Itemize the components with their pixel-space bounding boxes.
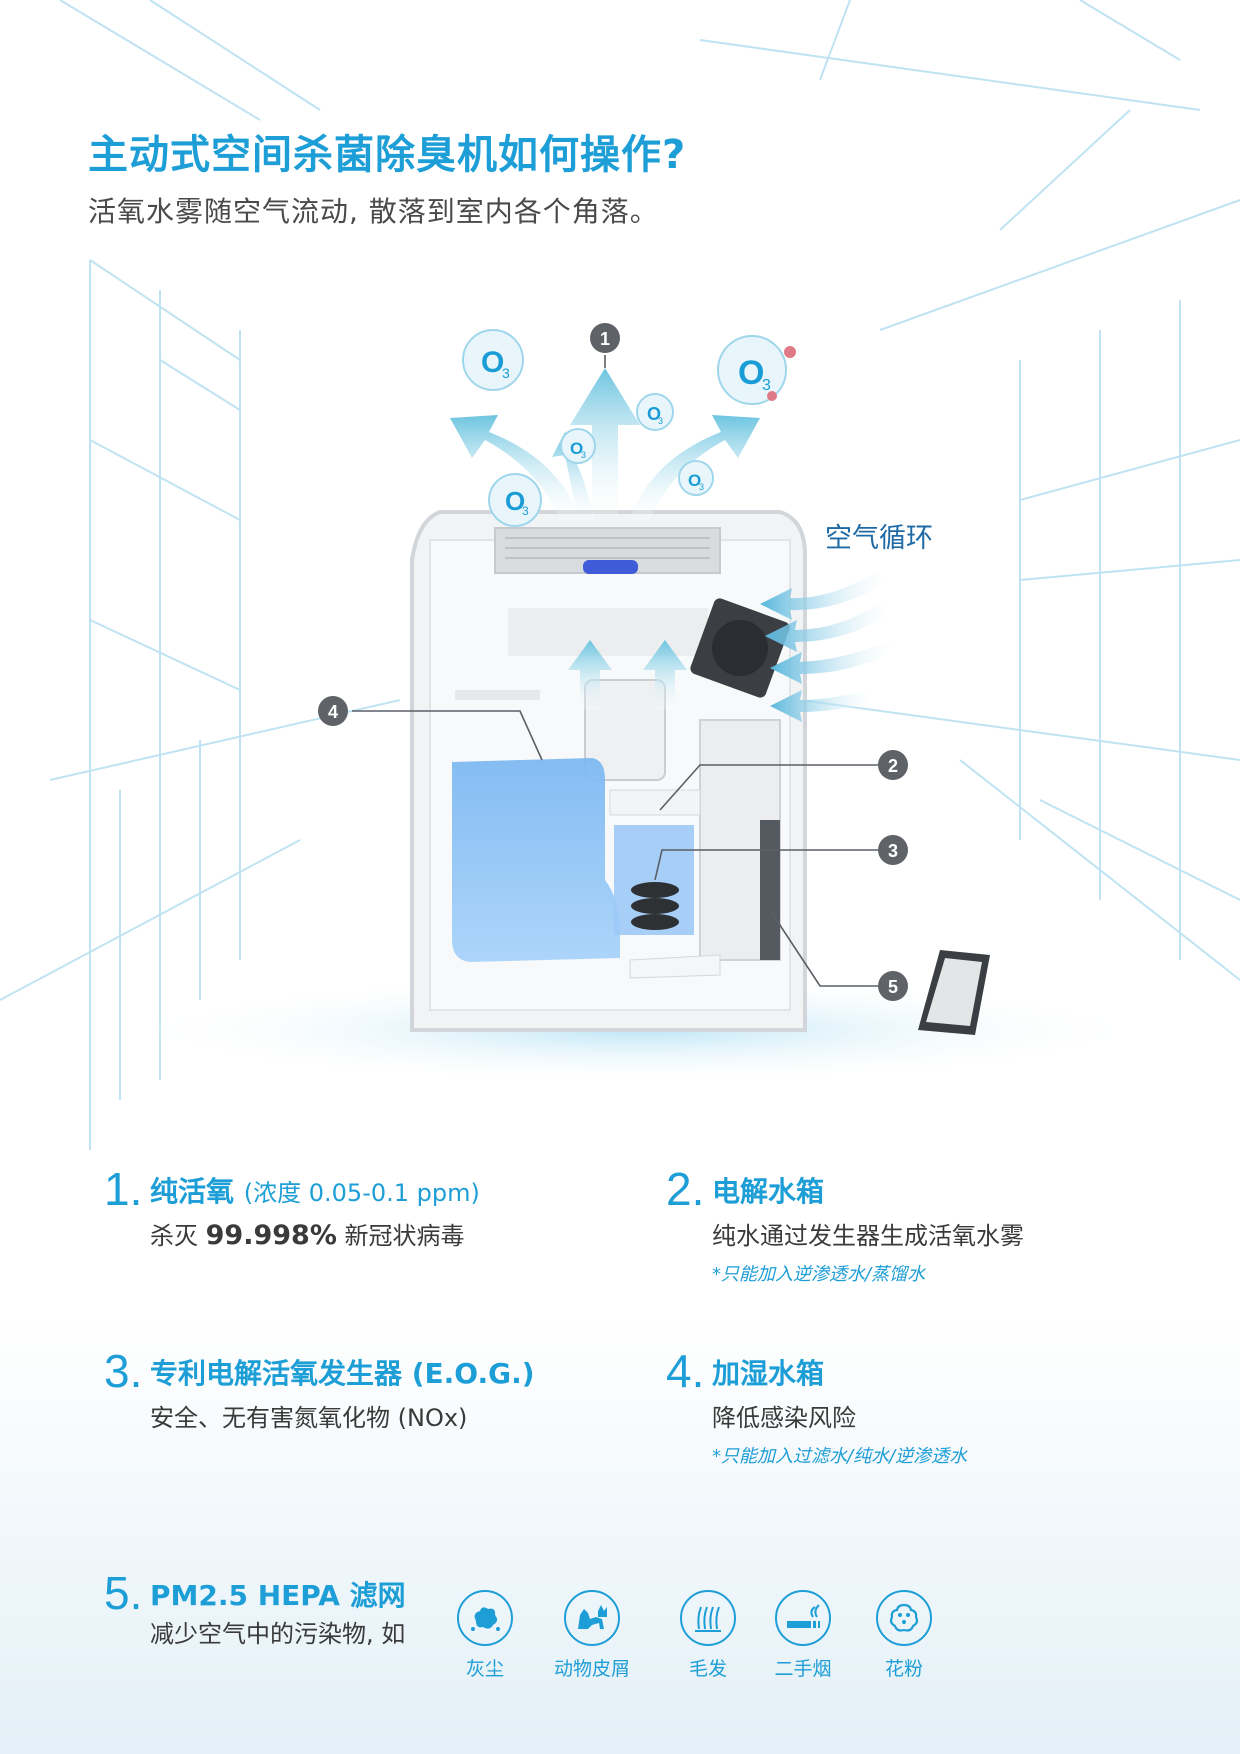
feature-number: 3. [104, 1345, 143, 1397]
page-subtitle: 活氧水雾随空气流动, 散落到室内各个角落。 [88, 195, 659, 228]
pollutant-pet-dander: 动物皮屑 [537, 1590, 647, 1681]
ozone-bubble: O 3 [488, 473, 542, 527]
svg-text:O: O [505, 486, 525, 516]
feature-footnote: *只能加入逆渗透水/蒸馏水 [712, 1264, 926, 1285]
pollutant-pollen: 花粉 [849, 1590, 959, 1681]
ozone-bubbles: O 3 O 3 O 3 O 3 O 3 O 3 [462, 329, 796, 527]
feature-number: 1. [104, 1163, 143, 1215]
eog-generator [631, 882, 679, 930]
pollutant-dust: 灰尘 [430, 1590, 540, 1681]
feature-note: (浓度 0.05-0.1 ppm) [243, 1179, 480, 1207]
feature-title: 专利电解活氧发生器 (E.O.G.) [150, 1357, 535, 1390]
ozone-bubble: O 3 [678, 460, 714, 496]
svg-text:3: 3 [762, 377, 771, 394]
hair-icon [680, 1590, 736, 1646]
feature-title: PM2.5 HEPA 滤网 [150, 1579, 406, 1612]
pet-dander-icon [564, 1590, 620, 1646]
callout-5: 5 [888, 977, 898, 997]
pollutant-hair: 毛发 [653, 1590, 763, 1681]
airflow-arrow-left [450, 415, 580, 520]
callout-markers [318, 323, 908, 1001]
callout-3: 3 [888, 841, 898, 861]
feature-title: 电解水箱 [712, 1175, 825, 1208]
svg-text:O: O [647, 404, 661, 424]
pollutant-label: 二手烟 [774, 1658, 832, 1680]
svg-text:3: 3 [502, 365, 510, 381]
feature-body: 减少空气中的污染物, 如 [150, 1620, 406, 1648]
inner-airflow-arrow [568, 640, 612, 710]
page-title: 主动式空间杀菌除臭机如何操作? [88, 132, 687, 178]
fan-unit [690, 598, 790, 698]
pollutant-label: 花粉 [884, 1658, 923, 1680]
feature-body: 杀灭 99.998% 新冠状病毒 [150, 1220, 465, 1251]
svg-text:3: 3 [658, 416, 663, 426]
svg-text:3: 3 [522, 504, 529, 518]
svg-text:3: 3 [581, 450, 586, 460]
dust-icon [457, 1590, 513, 1646]
pollen-icon [876, 1590, 932, 1646]
pollutant-label: 毛发 [688, 1658, 727, 1680]
feature-number: 4. [666, 1345, 705, 1397]
feature-title: 纯活氧 (浓度 0.05-0.1 ppm) [150, 1175, 480, 1208]
svg-text:O: O [481, 346, 504, 379]
feature-body: 降低感染风险 [712, 1404, 856, 1432]
svg-text:O: O [688, 471, 701, 490]
feature-number: 5. [104, 1567, 143, 1619]
pollutant-label: 动物皮屑 [553, 1658, 630, 1680]
ozone-bubble: O 3 [636, 393, 674, 431]
callout-4: 4 [328, 702, 338, 722]
pollutant-smoke: 二手烟 [748, 1590, 858, 1681]
svg-text:O: O [738, 354, 764, 392]
feature-number: 2. [666, 1163, 705, 1215]
callout-2: 2 [888, 756, 898, 776]
hepa-filter-image [918, 950, 990, 1035]
humidification-tank [452, 758, 620, 962]
feature-body: 安全、无有害氮氧化物 (NOx) [150, 1404, 468, 1432]
ozone-bubble: O 3 [717, 335, 796, 405]
smoke-icon [775, 1590, 831, 1646]
airflow-arrow-right [630, 415, 760, 520]
product-cutaway-diagram: O 3 O 3 O 3 O 3 O 3 O 3 [120, 323, 1160, 1085]
airflow-arrow-up [570, 368, 640, 515]
callout-1: 1 [600, 329, 610, 349]
feature-body: 纯水通过发生器生成活氧水雾 [712, 1222, 1024, 1250]
svg-text:O: O [570, 439, 583, 458]
ozone-bubble: O 3 [462, 329, 524, 391]
background-perspective-lines [0, 0, 1240, 1150]
feature-footnote: *只能加入过滤水/纯水/逆渗透水 [712, 1446, 968, 1467]
inner-airflow-arrow [643, 640, 687, 710]
ozone-bubble: O 3 [560, 428, 596, 464]
pollutant-label: 灰尘 [465, 1658, 504, 1680]
feature-title: 加湿水箱 [712, 1357, 825, 1390]
svg-text:3: 3 [699, 482, 704, 492]
air-intake-arrows [760, 570, 892, 722]
air-circulation-label: 空气循环 [825, 523, 933, 554]
